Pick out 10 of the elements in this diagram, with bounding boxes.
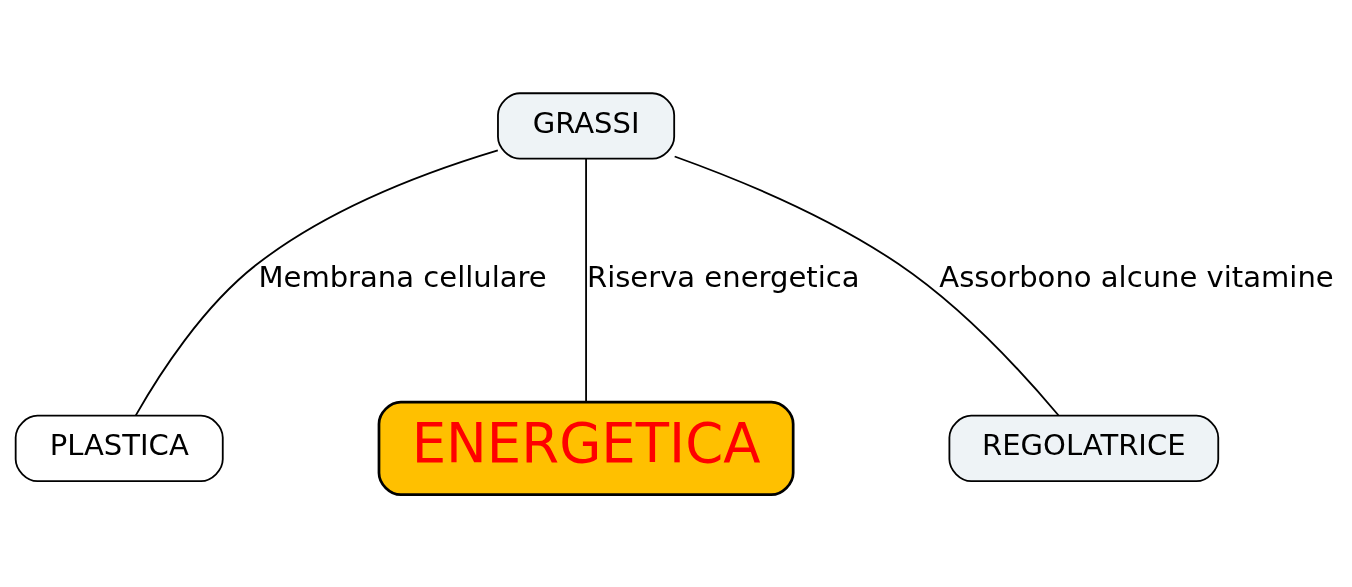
node-box: REGOLATRICE [948,414,1220,482]
edge-label: Membrana cellulare [258,259,547,294]
node-box: ENERGETICA [377,400,795,496]
edge-label: Assorbono alcune vitamine [939,259,1334,294]
connector [673,155,1060,416]
node-box: GRASSI [497,91,676,160]
connector [585,157,587,402]
edge-label: Riserva energetica [586,259,860,294]
connector [134,149,499,416]
node-box: PLASTICA [14,414,224,482]
